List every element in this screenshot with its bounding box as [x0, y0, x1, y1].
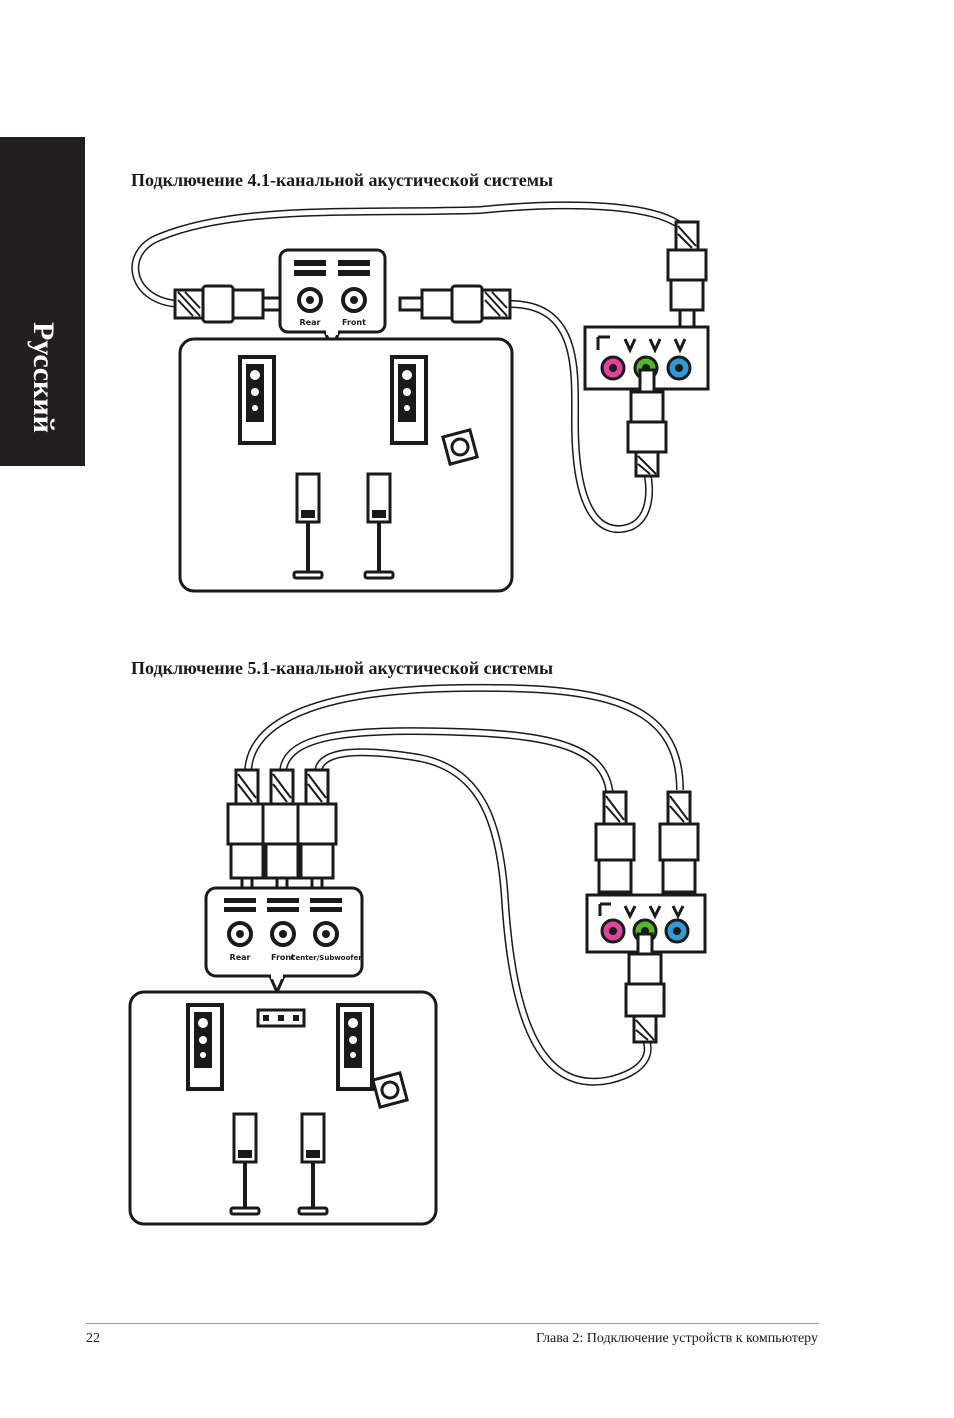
speaker-system-area-51: [128, 990, 438, 1226]
rca-plug-pc-bottom: [626, 368, 668, 478]
section-title-4-1: Подключение 4.1-канальной акустической с…: [131, 170, 554, 190]
diagram-5-1-speaker-connection: Rear Front Center/Subwoofer: [128, 683, 707, 1226]
jack-label-rear: Rear: [300, 318, 321, 327]
center-speaker-51: [256, 1008, 306, 1028]
jack-rear-51: [227, 921, 253, 947]
jack-center-sub-51: [313, 921, 339, 947]
rca-plug-center-in: [296, 768, 338, 894]
diagram-4-1-speaker-connection: Rear Front: [131, 201, 710, 593]
language-tab: Русский: [0, 137, 85, 466]
rca-plug-rear-in: [226, 768, 268, 894]
speaker-rear-left-51: [229, 1112, 261, 1216]
jack-mic-pink-51: [600, 918, 626, 944]
rca-plug-front: [398, 284, 512, 324]
speaker-front-right-51: [336, 1003, 374, 1091]
rca-plug-pc-top: [666, 220, 708, 332]
jack-label-rear-51: Rear: [230, 953, 251, 962]
speaker-input-panel: Rear Front: [278, 248, 387, 352]
jack-label-front-51: Front: [271, 953, 295, 962]
jack-label-center-sub-51: Center/Subwoofer: [290, 954, 362, 962]
rca-plug-front-in: [261, 768, 303, 894]
jack-line-in-blue-51: [664, 918, 690, 944]
jack-front-51: [270, 921, 296, 947]
speaker-front-right: [390, 355, 428, 445]
jack-front: [341, 287, 367, 313]
speaker-rear-right-51: [297, 1112, 329, 1216]
rca-plug-pc-top-right-51: [658, 790, 700, 894]
language-tab-label: Русский: [27, 322, 60, 433]
jack-rear: [297, 287, 323, 313]
rca-plug-pc-bottom-51: [624, 932, 666, 1044]
footer-divider: [86, 1323, 819, 1324]
speaker-rear-left: [292, 472, 324, 580]
subwoofer: [441, 428, 479, 466]
jack-line-in-blue: [666, 355, 692, 381]
speaker-rear-right: [363, 472, 395, 580]
speaker-system-area: [178, 337, 514, 593]
footer-chapter-title: Глава 2: Подключение устройств к компьют…: [536, 1331, 818, 1346]
subwoofer-51: [371, 1071, 409, 1109]
pc-audio-panel: [583, 325, 710, 391]
speaker-front-left: [238, 355, 276, 445]
section-title-5-1: Подключение 5.1-канальной акустической с…: [131, 658, 554, 678]
page-number: 22: [86, 1331, 100, 1346]
speaker-input-panel-51: Rear Front Center/Subwoofer: [204, 886, 364, 996]
jack-label-front: Front: [342, 318, 366, 327]
speaker-front-left-51: [186, 1003, 224, 1091]
rca-plug-pc-top-left-51: [594, 790, 636, 894]
jack-mic-pink: [600, 355, 626, 381]
